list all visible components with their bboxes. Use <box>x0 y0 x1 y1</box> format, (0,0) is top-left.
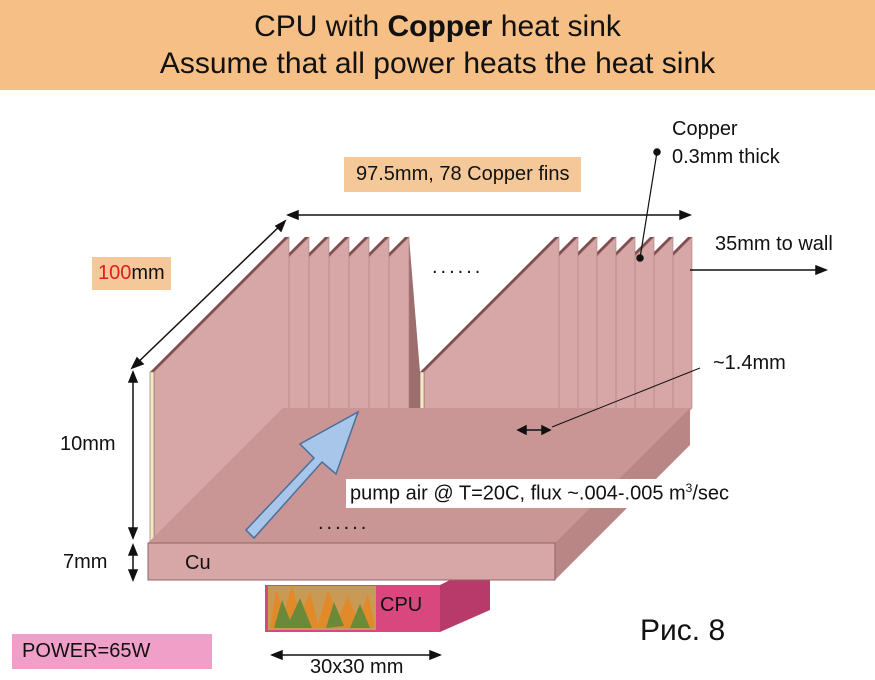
title-bold-word: Copper <box>387 10 493 43</box>
dimension-lines <box>127 148 829 661</box>
thickness-label: 0.3mm thick <box>672 146 780 168</box>
title-line-1: CPU with Copper heat sink <box>254 10 621 43</box>
ellipsis-bottom: ...... <box>318 512 370 534</box>
base-front <box>147 542 556 581</box>
air-arrow <box>244 410 360 540</box>
gap-label: ~1.4mm <box>713 352 786 374</box>
fin-left-6-edge <box>149 371 155 544</box>
cu-label: Cu <box>185 552 211 574</box>
base-height-label: 7mm <box>63 551 108 573</box>
airflow-label: pump air @ T=20C, flux ~.004-.005 m3/sec <box>346 479 734 508</box>
copper-label: Copper <box>672 118 738 140</box>
footprint-label: 30x30 mm <box>310 656 404 678</box>
cpu-label: CPU <box>380 594 423 616</box>
title-banner <box>0 0 875 90</box>
hot-graphic <box>268 585 376 630</box>
depth-value: 100 <box>98 262 132 284</box>
depth-unit: mm <box>131 262 165 284</box>
fin-group-left <box>149 236 410 544</box>
fin-height-label: 10mm <box>60 433 116 455</box>
base-top <box>148 408 690 543</box>
figure-caption: Рис. 8 <box>640 614 726 647</box>
fins-label: 97.5mm, 78 Copper fins <box>344 157 582 192</box>
ellipsis-top: ...... <box>432 256 484 278</box>
wall-distance-label: 35mm to wall <box>715 233 833 255</box>
fin-left-6-top <box>150 237 289 372</box>
title-line-2: Assume that all power heats the heat sin… <box>159 47 716 80</box>
fin-right-7-top <box>420 237 559 372</box>
power-label: POWER=65W <box>12 634 212 669</box>
depth-label: 100mm <box>92 257 171 290</box>
